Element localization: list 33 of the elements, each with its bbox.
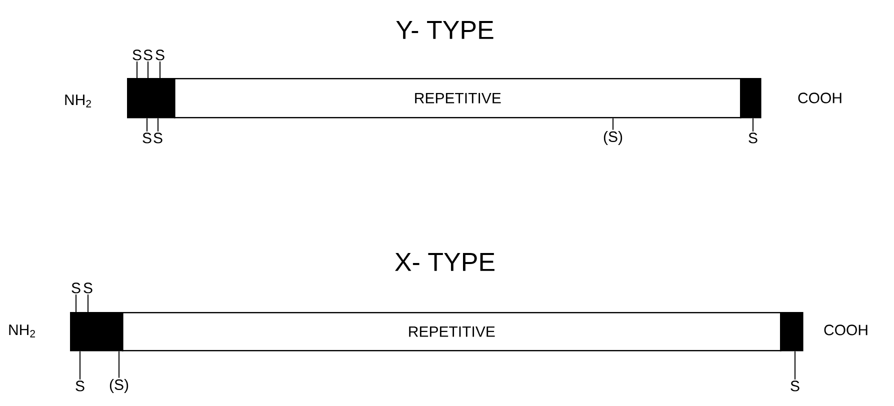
cysteine-label: S bbox=[154, 132, 162, 144]
cysteine-label: S bbox=[790, 380, 800, 392]
leader-line bbox=[146, 118, 148, 132]
terminus-label: NH$_{2}$ bbox=[65, 94, 91, 108]
terminus-label: NH$_{2}$ bbox=[9, 324, 35, 338]
repetitive-domain: REPETITIVE bbox=[174, 78, 742, 118]
cysteine-label: S bbox=[748, 132, 758, 144]
cysteine-label: (S) bbox=[110, 379, 128, 393]
repetitive-domain: REPETITIVE bbox=[122, 312, 782, 352]
terminal-domain bbox=[740, 78, 762, 118]
cysteine-label: (S) bbox=[604, 131, 622, 145]
terminal-domain bbox=[780, 312, 804, 352]
cysteine-label: S bbox=[144, 50, 152, 60]
terminus-label: COOH bbox=[798, 92, 842, 104]
cysteine-label: S bbox=[132, 50, 142, 60]
cysteine-label: S bbox=[72, 282, 80, 294]
type-heading: Y- TYPE bbox=[396, 21, 494, 39]
cysteine-label: S bbox=[76, 380, 84, 392]
terminal-domain bbox=[70, 312, 124, 352]
leader-line bbox=[160, 61, 161, 78]
leader-line bbox=[752, 118, 754, 132]
terminal-domain bbox=[127, 78, 176, 118]
cysteine-label: S bbox=[142, 132, 152, 144]
leader-line bbox=[76, 294, 77, 312]
leader-line bbox=[794, 350, 796, 380]
leader-line bbox=[80, 350, 81, 380]
type-heading: X- TYPE bbox=[395, 253, 494, 271]
cysteine-label: S bbox=[84, 282, 92, 294]
leader-line bbox=[136, 61, 138, 78]
terminus-label: COOH bbox=[824, 324, 868, 336]
leader-line bbox=[612, 118, 614, 130]
cysteine-label: S bbox=[156, 50, 164, 60]
leader-line bbox=[118, 350, 120, 378]
